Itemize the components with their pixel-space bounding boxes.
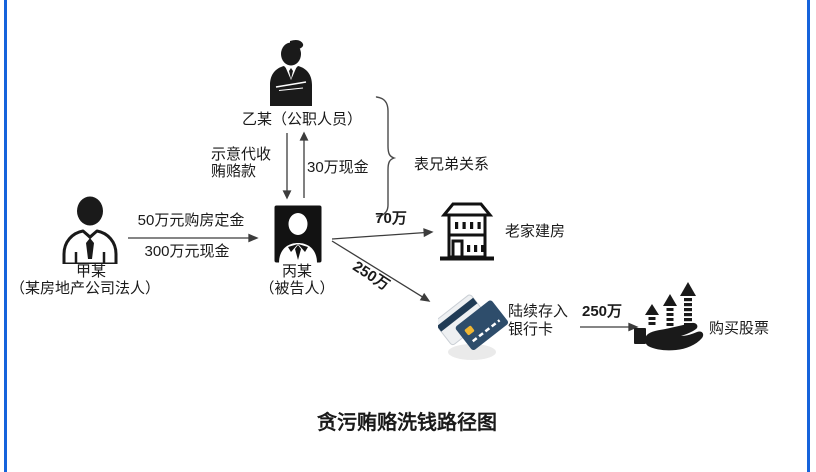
person-a-subtitle: （某房地产公司法人） [9,280,161,297]
diagram-title: 贪污贿赂洗钱路径图 [317,412,497,434]
arrow-card-to-stocks [580,322,639,332]
bank-card-icon [438,294,508,360]
arrow-a-to-c [128,233,259,243]
hand-rising-arrows-icon [634,282,704,351]
arrow-c-to-house [331,228,434,240]
left-border-line [4,0,7,472]
building-icon [440,202,494,261]
house-label: 老家建房 [505,223,566,240]
defendant-id-photo-icon [274,205,322,263]
edge-a-to-c-label-above: 50万元购房定金 [137,212,245,229]
edge-c-to-house-label: 70万 [375,210,407,227]
bank-card-label-line1: 陆续存入 [508,303,569,320]
right-border-line [807,0,810,472]
edge-a-to-c-label-below: 300万元现金 [144,243,230,260]
arrow-b-to-c-down [282,133,292,200]
edge-b-to-c-label-line2: 贿赂款 [211,163,257,180]
businessman-arms-crossed-icon [270,40,312,106]
person-c-label: 丙某 [281,263,313,280]
person-c-subtitle: （被告人） [259,280,335,297]
edge-c-to-b-label: 30万现金 [307,159,369,176]
bank-card-label-line2: 银行卡 [508,321,554,338]
businessman-portrait-icon [62,196,118,264]
relationship-brace [375,96,397,218]
brace-label: 表兄弟关系 [414,156,490,173]
stocks-label: 购买股票 [709,320,770,337]
arrow-c-to-b-up [299,131,309,198]
person-b-label: 乙某（公职人员） [241,111,363,128]
edge-b-to-c-label-line1: 示意代收 [211,146,272,163]
person-a-label: 甲某 [75,263,107,280]
arrow-c-to-card [331,240,431,302]
edge-card-to-stocks-label: 250万 [582,303,623,320]
